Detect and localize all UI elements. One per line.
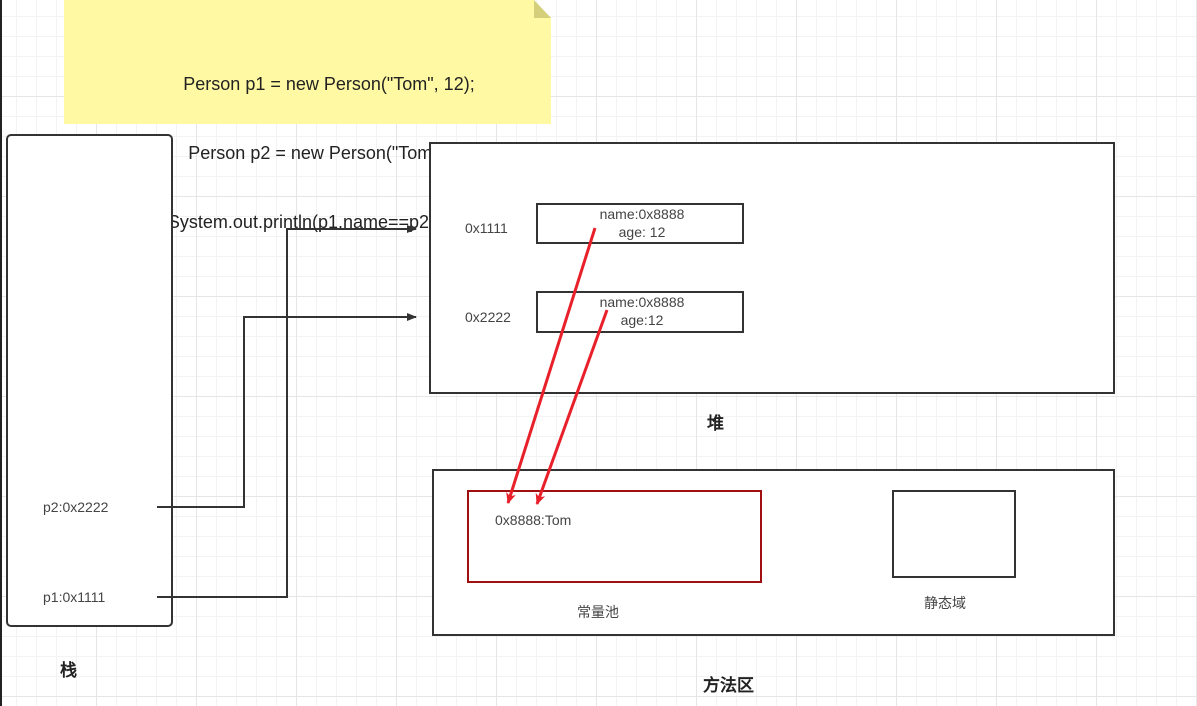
constant-pool-box[interactable]: [467, 490, 762, 583]
heap-object-p2[interactable]: [536, 291, 744, 333]
code-line: Person p1 = new Person("Tom", 12);: [183, 74, 475, 94]
heap-box[interactable]: [429, 142, 1115, 394]
stack-box[interactable]: [6, 134, 173, 627]
string-arrow-p1-name: [506, 227, 597, 504]
heap-object-p1-fields: name:0x8888 age: 12: [538, 205, 746, 241]
stack-var-p1: p1:0x1111: [43, 589, 106, 605]
stack-var-p2: p2:0x2222: [43, 499, 109, 515]
field-age: age: 12: [618, 224, 666, 240]
reference-arrow-p1: [157, 225, 417, 598]
heap-object-p1[interactable]: [536, 203, 744, 244]
method-area-label: 方法区: [703, 676, 754, 695]
field-age: age:12: [620, 312, 664, 328]
field-name: name:0x8888: [599, 206, 685, 222]
string-arrow-p2-name: [535, 309, 609, 505]
static-area-label: 静态域: [924, 595, 966, 611]
static-area-box[interactable]: [892, 490, 1016, 578]
field-name: name:0x8888: [599, 294, 685, 310]
code-note-text: Person p1 = new Person("Tom", 12); Perso…: [64, 27, 594, 257]
heap-label: 堆: [707, 414, 724, 433]
heap-object-p2-fields: name:0x8888 age:12: [538, 293, 746, 329]
heap-address-2: 0x2222: [465, 309, 511, 325]
reference-arrow-p2: [157, 313, 417, 508]
stack-label: 栈: [60, 661, 77, 680]
constant-pool-label: 常量池: [577, 604, 619, 620]
window-left-border: [0, 0, 2, 706]
code-note: [64, 0, 551, 124]
constant-pool-entry: 0x8888:Tom: [495, 512, 572, 528]
heap-address-1: 0x1111: [465, 220, 508, 236]
